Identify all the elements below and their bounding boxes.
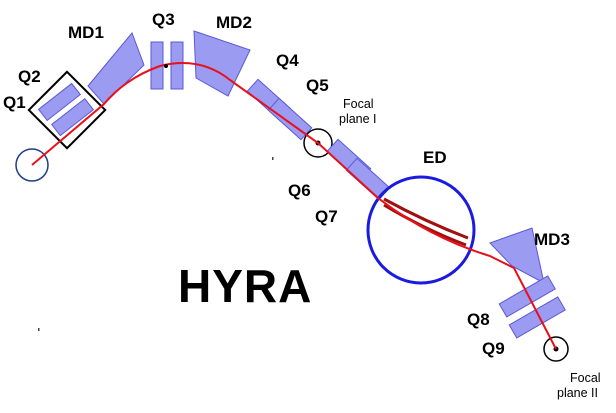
label-q4: Q4 (276, 51, 299, 70)
label-ed: ED (423, 148, 447, 167)
label-q2: Q2 (18, 67, 41, 86)
beam-trajectory (31, 62, 557, 350)
label-focal-plane-2-line2: plane II (557, 386, 598, 400)
diagram-title: HYRA (178, 260, 312, 312)
q1-magnet (37, 82, 81, 122)
md2-magnet (193, 30, 251, 97)
label-md3: MD3 (534, 230, 570, 249)
label-md1: MD1 (68, 23, 104, 42)
md1-magnet (87, 32, 145, 105)
tick-mark (272, 157, 274, 160)
label-focal-plane-1-line1: Focal (343, 97, 374, 111)
ed-plate-upper (383, 197, 469, 240)
ed-plates (383, 197, 469, 247)
label-q6: Q6 (288, 181, 311, 200)
q3-magnet-b (170, 41, 184, 90)
label-focal-plane-2-line1: Focal (570, 371, 601, 385)
q3-center-dot (164, 64, 168, 68)
label-focal-plane-1-line2: plane I (339, 112, 377, 126)
q1-q2-frame (27, 70, 107, 150)
label-md2: MD2 (216, 13, 252, 32)
tick-mark (38, 328, 40, 331)
q2-magnet (50, 97, 95, 137)
label-q5: Q5 (306, 76, 329, 95)
label-q9: Q9 (482, 339, 505, 358)
label-q7: Q7 (315, 207, 338, 226)
ed-plate-lower (383, 203, 467, 247)
q1-q2-doublet (27, 70, 107, 150)
ed-ring (366, 175, 476, 285)
label-q8: Q8 (467, 310, 490, 329)
label-q1: Q1 (3, 93, 26, 112)
q9-magnet (508, 296, 566, 339)
label-q3: Q3 (152, 10, 175, 29)
